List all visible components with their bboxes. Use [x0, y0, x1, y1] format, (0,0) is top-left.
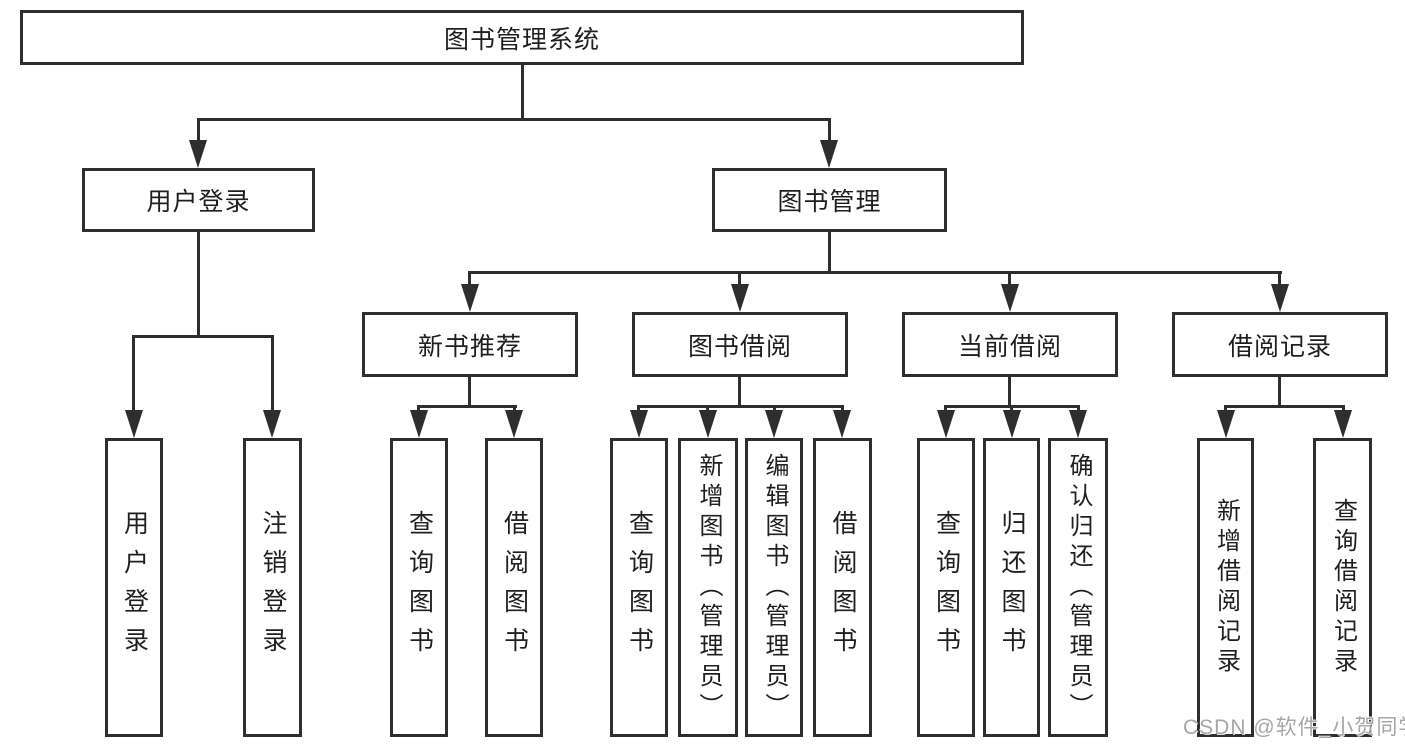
arrow-down-icon — [699, 410, 717, 438]
arrow-down-icon — [125, 410, 143, 438]
connector-line — [828, 118, 831, 144]
leaf-query-books-3: 查询图书 — [917, 438, 975, 737]
node-current-borrowing: 当前借阅 — [902, 312, 1118, 377]
connector-line — [1224, 405, 1344, 408]
leaf-query-borrow-record: 查询借阅记录 — [1313, 438, 1372, 737]
node-book-borrowing: 图书借阅 — [632, 312, 848, 377]
connector-line — [468, 271, 1282, 274]
leaf-query-books-1: 查询图书 — [390, 438, 448, 737]
connector-line — [738, 377, 741, 408]
arrow-down-icon — [765, 410, 783, 438]
connector-line — [1342, 405, 1345, 413]
connector-line — [1008, 377, 1011, 408]
connector-line — [197, 232, 200, 338]
connector-line — [521, 64, 524, 120]
leaf-logout-label: 注销登录 — [259, 509, 287, 666]
arrow-down-icon — [410, 410, 428, 438]
arrow-down-icon — [1334, 410, 1352, 438]
connector-line — [1278, 271, 1281, 288]
leaf-add-book-admin-label: 新增图书（管理员） — [695, 452, 722, 723]
leaf-user-login: 用户登录 — [105, 438, 163, 737]
leaf-return-books-label: 归还图书 — [998, 509, 1026, 666]
connector-line — [132, 335, 135, 413]
connector-line — [841, 405, 844, 413]
node-user-login: 用户登录 — [82, 168, 315, 232]
arrow-down-icon — [1003, 410, 1021, 438]
connector-line — [132, 335, 274, 338]
connector-line — [944, 405, 947, 413]
arrow-down-icon — [833, 410, 851, 438]
leaf-borrow-books-1: 借阅图书 — [485, 438, 543, 737]
leaf-user-login-label: 用户登录 — [120, 509, 149, 666]
watermark-text: CSDN @软件_小贺同学 — [1183, 716, 1405, 739]
arrow-down-icon — [820, 140, 838, 168]
connector-line — [1077, 405, 1080, 413]
leaf-confirm-return-admin: 确认归还（管理员） — [1048, 438, 1108, 737]
connector-line — [197, 118, 200, 144]
arrow-down-icon — [1271, 284, 1289, 312]
connector-line — [1010, 405, 1013, 413]
connector-line — [513, 405, 516, 413]
connector-line — [706, 405, 709, 413]
leaf-query-books-1-label: 查询图书 — [405, 509, 434, 666]
node-user-login-label: 用户登录 — [146, 188, 251, 216]
leaf-query-books-2: 查询图书 — [610, 438, 668, 737]
leaf-query-books-2-label: 查询图书 — [625, 509, 654, 666]
arrow-down-icon — [630, 410, 648, 438]
connector-line — [1278, 377, 1281, 408]
leaf-borrow-books-1-label: 借阅图书 — [500, 509, 529, 666]
node-book-management: 图书管理 — [712, 168, 947, 232]
connector-line — [197, 118, 831, 121]
connector-line — [417, 405, 517, 408]
node-borrowing-records-label: 借阅记录 — [1227, 332, 1332, 361]
node-new-book-recommendation: 新书推荐 — [362, 312, 578, 377]
node-book-management-label: 图书管理 — [777, 188, 882, 216]
arrow-down-icon — [1217, 410, 1235, 438]
connector-line — [468, 377, 471, 408]
arrow-down-icon — [505, 410, 523, 438]
arrow-down-icon — [263, 410, 281, 438]
arrow-down-icon — [189, 140, 207, 168]
arrow-down-icon — [1069, 410, 1087, 438]
leaf-logout: 注销登录 — [243, 438, 302, 737]
node-current-borrowing-label: 当前借阅 — [957, 332, 1062, 361]
leaf-query-borrow-record-label: 查询借阅记录 — [1329, 497, 1357, 678]
arrow-down-icon — [1001, 284, 1019, 312]
leaf-confirm-return-admin-label: 确认归还（管理员） — [1065, 452, 1092, 723]
leaf-query-books-3-label: 查询图书 — [932, 509, 961, 666]
leaf-return-books: 归还图书 — [983, 438, 1040, 737]
connector-line — [637, 405, 640, 413]
leaf-add-borrow-record: 新增借阅记录 — [1197, 438, 1254, 737]
leaf-edit-book-admin: 编辑图书（管理员） — [745, 438, 803, 737]
leaf-borrow-books-2: 借阅图书 — [813, 438, 872, 737]
leaf-borrow-books-2-label: 借阅图书 — [829, 509, 857, 666]
arrow-down-icon — [731, 284, 749, 312]
connector-line — [637, 405, 844, 408]
connector-line — [417, 405, 420, 413]
leaf-add-book-admin: 新增图书（管理员） — [678, 438, 738, 737]
node-library-system-label: 图书管理系统 — [443, 25, 600, 54]
node-new-book-recommendation-label: 新书推荐 — [417, 332, 522, 361]
connector-line — [738, 271, 741, 288]
connector-line — [468, 271, 471, 288]
connector-line — [1224, 405, 1227, 413]
connector-line — [828, 232, 831, 274]
connector-line — [1008, 271, 1011, 288]
connector-line — [271, 335, 274, 413]
arrow-down-icon — [937, 410, 955, 438]
leaf-add-borrow-record-label: 新增借阅记录 — [1212, 497, 1240, 678]
node-borrowing-records: 借阅记录 — [1172, 312, 1388, 377]
node-library-system: 图书管理系统 — [20, 10, 1024, 65]
leaf-edit-book-admin-label: 编辑图书（管理员） — [761, 452, 788, 723]
connector-line — [773, 405, 776, 413]
node-book-borrowing-label: 图书借阅 — [687, 332, 792, 361]
arrow-down-icon — [461, 284, 479, 312]
